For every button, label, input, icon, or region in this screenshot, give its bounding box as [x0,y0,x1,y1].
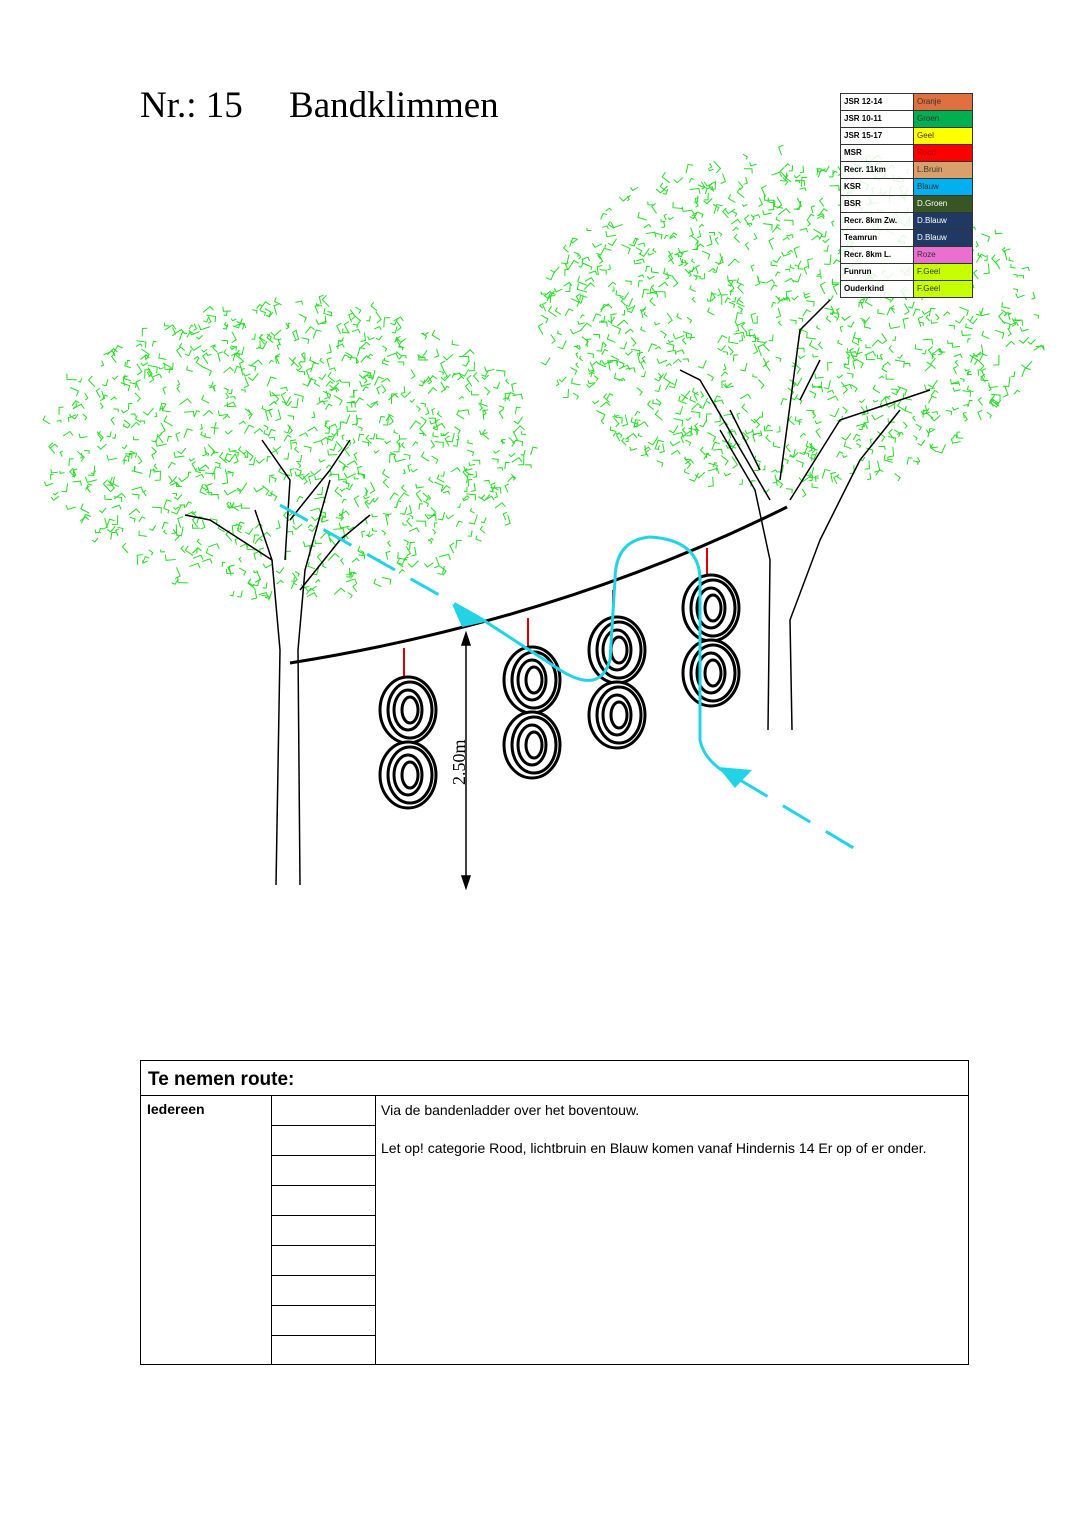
route-cell [272,1216,375,1246]
tire [378,740,438,810]
route-line: Via de bandenladder over het boventouw. [381,1102,640,1118]
legend-category: Ouderkind [840,280,914,298]
route-table: Te nemen route: Iedereen Via de bandenla… [140,1060,969,1365]
tire [587,615,647,685]
route-note: Let op! categorie Rood, lichtbruin en Bl… [381,1140,927,1156]
route-who: Iedereen [141,1096,272,1364]
tree-foliage [42,144,1045,601]
route-cell [272,1246,375,1276]
legend-color: D.Blauw [913,229,973,247]
page-title: Nr.: 15 Bandklimmen [140,84,499,127]
tree-trunk-right [679,299,931,731]
legend-row: Recr. 8km Zw.D.Blauw [840,212,973,230]
legend-category: BSR [840,195,914,213]
obstacle-number: Nr.: 15 [140,85,243,126]
tire-ladder [378,548,741,810]
route-cell [272,1156,375,1186]
legend-row: Recr. 8km L.Roze [840,246,973,264]
obstacle-name: Bandklimmen [289,85,499,126]
route-cell [272,1276,375,1306]
height-dimension [460,630,472,891]
legend-category: MSR [840,144,914,162]
legend-category: Funrun [840,263,914,281]
legend-color: Groen [913,110,973,128]
tire [681,573,741,643]
tire [681,638,741,708]
legend-category: Recr. 8km L. [840,246,914,264]
route-path [279,503,863,855]
route-cell [272,1126,375,1156]
legend-color: L.Bruin [913,161,973,179]
legend-category: Recr. 11km [840,161,914,179]
obstacle-drawing: 2.50m [42,144,1045,891]
legend-category: JSR 15-17 [840,127,914,145]
route-checkboxes [272,1096,376,1364]
route-cell [272,1096,375,1126]
tire [502,710,562,780]
legend-color: Geel [913,127,973,145]
legend-category: JSR 10-11 [840,110,914,128]
legend-category: KSR [840,178,914,196]
legend-color: Blauw [913,178,973,196]
route-cell [272,1186,375,1216]
tire [587,680,647,750]
route-cell [272,1306,375,1336]
route-header: Te nemen route: [141,1061,968,1096]
tire [502,645,562,715]
tree-trunk-left [184,439,371,886]
legend-category: JSR 12-14 [840,93,914,111]
height-label: 2.50m [449,739,469,785]
legend-color: D.Blauw [913,212,973,230]
legend-color: Oranje [913,93,973,111]
tire [378,675,438,745]
legend-category: Teamrun [840,229,914,247]
legend-color: F.Geel [913,263,973,281]
legend-category: Recr. 8km Zw. [840,212,914,230]
route-cell [272,1336,375,1366]
legend-color: Roze [913,246,973,264]
legend-color: F.Geel [913,280,973,298]
legend-color: Rood [913,144,973,162]
top-rope [289,505,788,665]
legend-color: D.Groen [913,195,973,213]
route-description: Via de bandenladder over het boventouw. … [375,1096,968,1364]
